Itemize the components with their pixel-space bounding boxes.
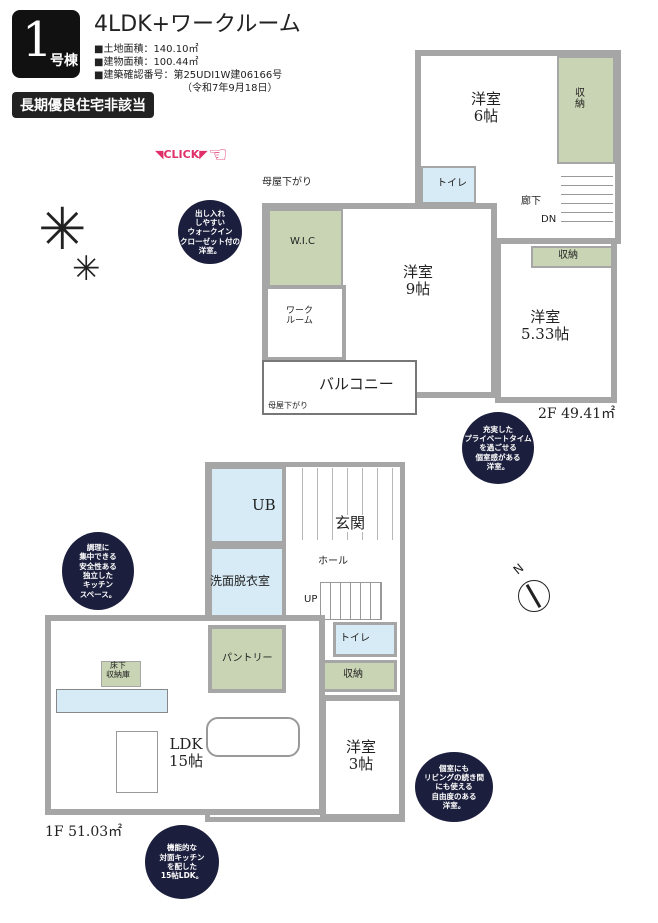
room-western-6: 洋室 6帖 収 納 (415, 50, 621, 172)
building-suffix: 号棟 (50, 53, 78, 69)
room-label: バルコニー (319, 375, 394, 393)
room-label: 床下 収納庫 (106, 661, 130, 679)
building-badge: 1 号棟 (12, 10, 80, 78)
long-term-label: 長期優良住宅非該当 (12, 92, 154, 118)
land-area: ■土地面積：140.10㎡ (94, 44, 199, 55)
room-label: W.I.C (290, 236, 316, 247)
storage-a: 収 納 (557, 56, 615, 164)
room-label: 洋室 6帖 (471, 90, 502, 125)
compass-icon (518, 580, 550, 612)
unit-bath: UB (208, 465, 286, 545)
callout-bubble: 調理に 集中できる 安全性ある 独立した キッチン スペース。 (62, 532, 134, 610)
storage-b: 収納 (531, 246, 613, 268)
callout-bubble: 出し入れ しやすい ウォークイン クローゼット付の 洋室。 (178, 200, 242, 264)
callout-bubble: 充実した プライベートタイム を過ごせる 個室感がある 洋室。 (462, 412, 534, 484)
pointer-hand-icon[interactable]: ☜ (208, 143, 228, 168)
sofa (206, 717, 300, 757)
stairs-down-label: DN (541, 214, 557, 225)
room-label: 収 納 (575, 88, 585, 110)
compass-needle (525, 583, 542, 609)
room-western-3: 洋室 3帖 (320, 695, 405, 820)
eaves-label: 母屋下がり (268, 401, 308, 410)
room-label: 洋室 3帖 (346, 738, 377, 773)
plan-title: 4LDK+ワークルーム (94, 12, 301, 37)
stairs-up-label: UP (304, 594, 318, 605)
room-label: パントリー (222, 653, 273, 664)
room-label: トイレ (437, 178, 467, 189)
floor1-area: 1F 51.03㎡ (45, 824, 123, 840)
underfloor-storage: 床下 収納庫 (101, 661, 141, 687)
permit-number: ■建築確認番号：第25UDI1W建06166号 (94, 70, 283, 81)
balcony: バルコニー 母屋下がり (262, 360, 417, 415)
floor2-area: 2F 49.41㎡ (538, 406, 616, 422)
entrance-tiles (288, 468, 400, 540)
room-label: 収納 (558, 250, 578, 261)
toilet-2f: トイレ (421, 166, 476, 204)
pantry: パントリー (208, 625, 286, 693)
room-label: 洗面脱衣室 (210, 574, 271, 588)
room-label: 収納 (343, 669, 363, 680)
building-area: ■建物面積：100.44㎡ (94, 57, 199, 68)
staircase (320, 582, 382, 620)
room-label: ワーク ルーム (286, 306, 314, 326)
room-label: トイレ (340, 633, 370, 644)
staircase (561, 168, 613, 230)
dining-table (116, 731, 158, 793)
permit-date: （令和7年9月18日） (182, 83, 278, 94)
toilet-1f: トイレ (333, 622, 397, 657)
room-label: 廊下 (521, 196, 541, 207)
kitchen-counter (56, 689, 168, 713)
click-link[interactable]: ◥CLICK◤ (155, 148, 208, 161)
callout-bubble: 個室にも リビングの続き間 にも使える 自由度のある 洋室。 (415, 752, 493, 822)
entrance-label: 玄関 (335, 514, 366, 532)
washroom: 洗面脱衣室 (208, 545, 286, 625)
work-room: ワーク ルーム (268, 285, 346, 361)
callout-bubble: 機能的な 対面キッチン を配した 15帖LDK。 (145, 825, 219, 899)
room-western-533: 収納 洋室 5.33帖 (495, 238, 617, 403)
room-label: LDK 15帖 (169, 735, 204, 770)
room-label: 洋室 5.33帖 (521, 308, 570, 343)
storage-1f: 収納 (320, 660, 397, 692)
hall-label: ホール (318, 556, 348, 567)
walk-in-closet: W.I.C (268, 209, 343, 287)
compass-north: N (510, 560, 527, 578)
sparkle-icon: ✳ (38, 195, 87, 263)
room-label: UB (252, 496, 276, 514)
eaves-label: 母屋下がり (262, 177, 312, 188)
room-label: 洋室 9帖 (403, 263, 434, 298)
sparkle-icon: ✳ (72, 249, 101, 289)
building-number: 1 (22, 12, 53, 68)
